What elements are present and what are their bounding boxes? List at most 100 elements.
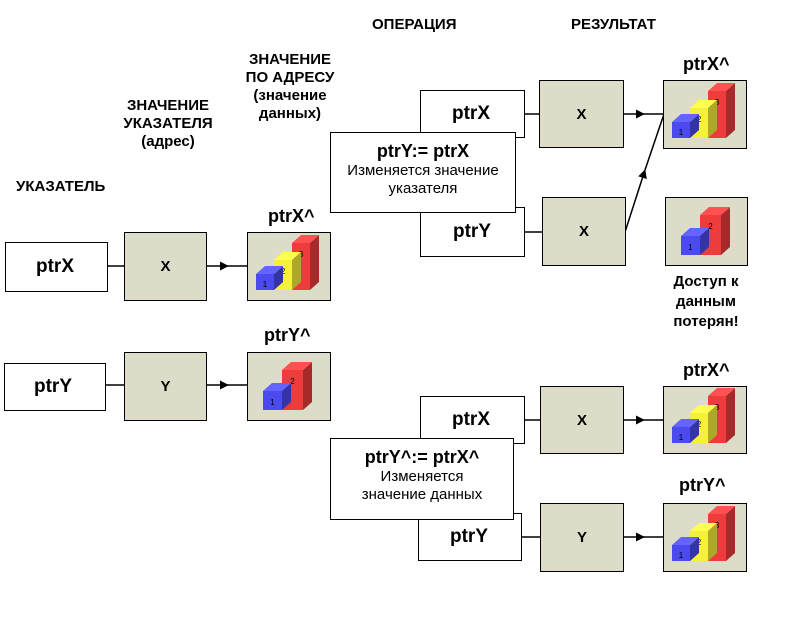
- bar-top-face: [282, 362, 312, 370]
- bar-label: 2: [697, 420, 702, 429]
- ptry-pointer-box: ptrY: [4, 363, 106, 411]
- bar-label: 1: [688, 243, 693, 252]
- bar-top-face: [708, 506, 735, 514]
- ptrx-deref-caption: ptrX^: [268, 206, 315, 226]
- bar-side-face: [700, 228, 709, 255]
- header-data-value-line4: данных): [258, 105, 322, 122]
- bar-top-face: [256, 266, 283, 274]
- bar-front: [672, 427, 690, 443]
- bar-side-face: [708, 100, 717, 138]
- header-data-value-line2: ПО АДРЕСУ: [245, 69, 335, 86]
- bars-icon: 21: [263, 362, 312, 410]
- op1-ptrx-label: ptrX: [452, 103, 490, 124]
- op1-x-bottom-value: X: [578, 223, 589, 240]
- bar-side-face: [282, 383, 291, 410]
- op2-ptrx-box: ptrX: [420, 396, 525, 444]
- header-data-value: ЗНАЧЕНИЕ ПО АДРЕСУ (значение данных): [230, 51, 350, 123]
- op1-x-top-value: X: [576, 105, 587, 123]
- bar-front: [263, 391, 282, 410]
- bar-label: 2: [697, 115, 702, 124]
- header-pointer-value-line1: ЗНАЧЕНИЕ: [126, 97, 210, 114]
- bar-label: 2: [708, 222, 713, 231]
- op2-result-x-data-box: 3 2 1: [663, 386, 747, 454]
- op1-lost-line3: потерян!: [673, 313, 739, 330]
- bar-label: 1: [679, 128, 684, 137]
- op1-x-bottom-box: X: [542, 197, 626, 266]
- bar-top-face: [681, 228, 709, 236]
- op1-lost-line2: данным: [676, 293, 736, 310]
- op1-desc-line2: указателя: [388, 180, 458, 197]
- bar-label: 1: [270, 398, 275, 407]
- op2-title: ptrY^:= ptrX^: [364, 447, 480, 467]
- op2-result-y-data-box: 321: [663, 503, 747, 572]
- header-pointer-value-line2: УКАЗАТЕЛЯ: [123, 115, 213, 132]
- bar-top-face: [672, 114, 699, 122]
- bar-side-face: [726, 83, 735, 138]
- op2-result-caption-y: ptrY^: [679, 475, 726, 495]
- bar-top-face: [690, 523, 717, 531]
- bar-side-face: [310, 235, 319, 290]
- bar-label: 3: [299, 250, 304, 259]
- op1-result-data-box: 3 2 1: [663, 80, 747, 149]
- bar-side-face: [726, 388, 735, 443]
- op2-operation-box: ptrY^:= ptrX^ Изменяется значение данных: [330, 438, 514, 520]
- ptry-address-value: Y: [160, 378, 171, 395]
- op1-x-top-box: X: [539, 80, 624, 148]
- op2-x-box: X: [540, 386, 624, 454]
- op2-y-value: Y: [576, 529, 587, 546]
- bar-label: 2: [290, 377, 295, 386]
- ptry-pointer-label: ptrY: [34, 376, 72, 397]
- bar-label: 1: [679, 433, 684, 442]
- bar-label: 2: [281, 267, 286, 276]
- op1-operation-box: ptrY:= ptrX Изменяется значение указател…: [330, 132, 516, 213]
- bar-side-face: [726, 506, 735, 561]
- bar-front: [672, 545, 690, 561]
- op1-lost-message: Доступ к данным потерян!: [660, 272, 752, 332]
- bar-top-face: [263, 383, 291, 391]
- bars-icon: 3 2 1: [672, 83, 735, 138]
- op1-ptry-label: ptrY: [453, 221, 491, 242]
- header-operation: ОПЕРАЦИЯ: [372, 16, 457, 33]
- op2-desc-line1: Изменяется: [380, 468, 464, 485]
- bar-front: [256, 274, 274, 290]
- arrow-op1-x-bottom: [624, 169, 647, 233]
- op1-result-caption: ptrX^: [683, 54, 730, 74]
- bars-icon: 3 2 1: [672, 388, 735, 443]
- bar-side-face: [708, 405, 717, 443]
- bars-icon: 321: [672, 506, 735, 561]
- ptrx-address-value: X: [160, 258, 171, 275]
- op1-title: ptrY:= ptrX: [376, 141, 470, 161]
- bar-label: 3: [715, 521, 720, 530]
- bar-top-face: [708, 388, 735, 396]
- bar-top-face: [700, 207, 730, 215]
- ptrx-pointer-box: ptrX: [5, 242, 108, 292]
- bar-label: 3: [715, 98, 720, 107]
- bar-label: 3: [715, 403, 720, 412]
- ptry-deref-caption: ptrY^: [264, 325, 311, 345]
- bar-side-face: [303, 362, 312, 410]
- bar-top-face: [690, 100, 717, 108]
- bar-label: 2: [697, 538, 702, 547]
- header-data-value-line3: (значение: [253, 87, 327, 104]
- header-pointer-value-line3: (адрес): [141, 133, 195, 150]
- op1-ptrx-box: ptrX: [420, 90, 525, 138]
- header-result: РЕЗУЛЬТАТ: [571, 16, 656, 33]
- bar-top-face: [708, 83, 735, 91]
- header-data-value-line1: ЗНАЧЕНИЕ: [248, 51, 332, 68]
- op2-ptry-label: ptrY: [450, 526, 488, 547]
- op2-result-caption-x: ptrX^: [683, 360, 730, 380]
- ptrx-data-box: 3 2 1: [247, 232, 331, 301]
- bar-label: 1: [263, 280, 268, 289]
- line-op1-x-bottom: [644, 113, 665, 171]
- ptrx-address-box: X: [124, 232, 207, 301]
- bar-side-face: [292, 252, 301, 290]
- op2-y-box: Y: [540, 503, 624, 572]
- bar-top-face: [292, 235, 319, 243]
- header-pointer: УКАЗАТЕЛЬ: [16, 178, 106, 195]
- op2-ptrx-label: ptrX: [452, 409, 490, 430]
- op2-desc-line2: значение данных: [361, 486, 483, 503]
- bar-top-face: [690, 405, 717, 413]
- ptrx-pointer-label: ptrX: [36, 256, 74, 277]
- ptry-address-box: Y: [124, 352, 207, 421]
